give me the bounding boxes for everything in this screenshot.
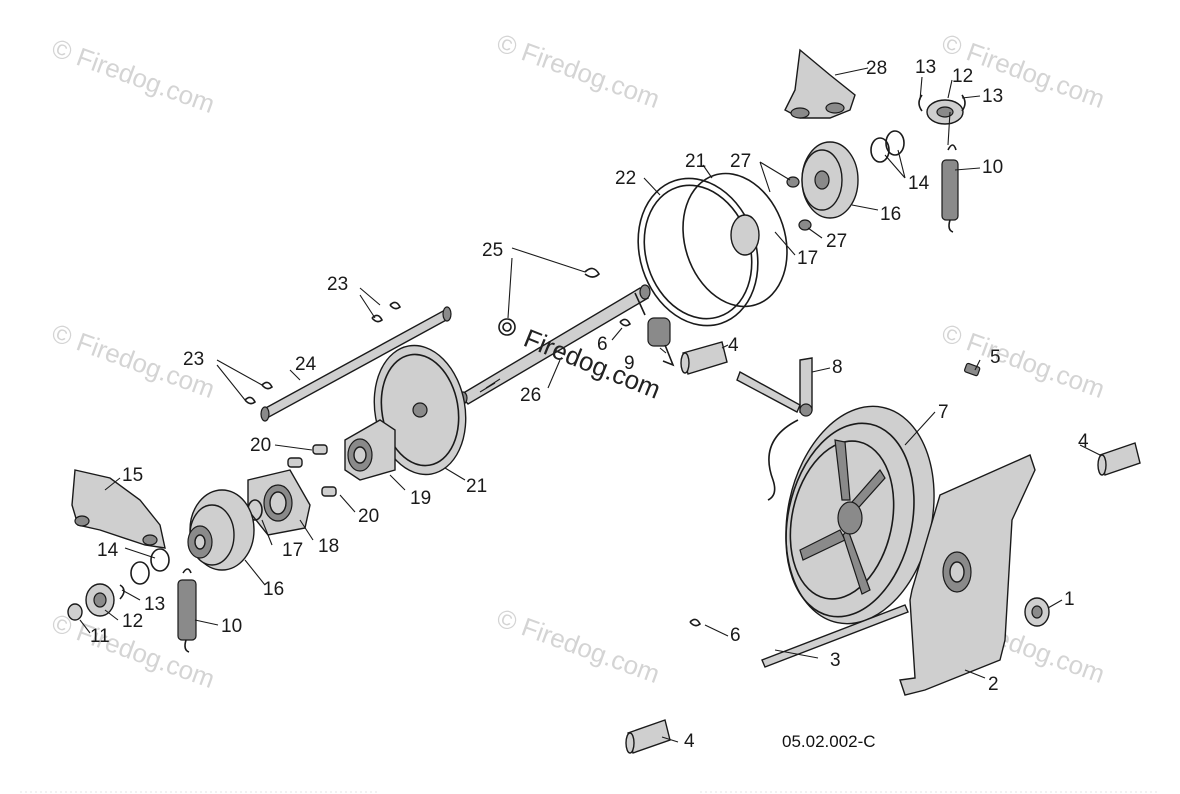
part-16-gear-top bbox=[801, 141, 859, 219]
part-25-clips bbox=[498, 267, 601, 336]
part-27-washers bbox=[786, 176, 812, 231]
watermark: © Firedog.com bbox=[938, 317, 1109, 404]
watermark: © Firedog.com bbox=[48, 32, 219, 119]
callout-28: 28 bbox=[866, 58, 887, 79]
part-10-spring-bottom bbox=[177, 568, 197, 653]
callout-16: 16 bbox=[880, 204, 901, 225]
part-20-pins bbox=[287, 444, 337, 497]
callout-17: 17 bbox=[797, 248, 818, 269]
part-19-hub bbox=[344, 419, 396, 481]
part-6-clips bbox=[619, 318, 702, 627]
part-21-disc bbox=[373, 344, 467, 476]
part-11-nut bbox=[67, 603, 83, 621]
callout-20: 20 bbox=[358, 506, 379, 527]
watermark: © Firedog.com bbox=[493, 27, 664, 114]
callout-21: 21 bbox=[685, 151, 706, 172]
part-4-sleeves bbox=[625, 341, 1141, 754]
part-12-bearing-bottom bbox=[85, 583, 125, 617]
callout-15: 15 bbox=[122, 465, 143, 486]
part-14-washers-top bbox=[870, 130, 905, 163]
center-watermark: Firedog.com bbox=[520, 323, 665, 405]
callout-3: 3 bbox=[830, 650, 841, 671]
callout-6: 6 bbox=[730, 625, 741, 646]
part-8-lever bbox=[736, 357, 813, 501]
part-26-shaft bbox=[458, 284, 651, 405]
part-7-wheel bbox=[785, 405, 935, 625]
part-10-spring-top bbox=[941, 144, 959, 233]
part-16-gear-bottom bbox=[187, 489, 255, 571]
callout-23: 23 bbox=[183, 349, 204, 370]
part-3-rod bbox=[761, 604, 909, 668]
callout-26: 26 bbox=[520, 385, 541, 406]
callout-2: 2 bbox=[988, 674, 999, 695]
callout-17: 17 bbox=[282, 540, 303, 561]
part-23-clips bbox=[244, 301, 402, 405]
part-18-plate bbox=[247, 469, 311, 536]
callout-16: 16 bbox=[263, 579, 284, 600]
callout-18: 18 bbox=[318, 536, 339, 557]
callout-24: 24 bbox=[295, 354, 317, 375]
callout-13: 13 bbox=[915, 57, 936, 78]
leader-lines bbox=[79, 67, 1101, 743]
callout-10: 10 bbox=[221, 616, 242, 637]
callout-13: 13 bbox=[144, 594, 165, 615]
callout-12: 12 bbox=[122, 611, 143, 632]
callout-6: 6 bbox=[597, 334, 608, 355]
callout-14: 14 bbox=[97, 540, 119, 561]
callout-13: 13 bbox=[982, 86, 1003, 107]
callout-14: 14 bbox=[908, 173, 930, 194]
part-12-bearing-top bbox=[918, 94, 966, 125]
callout-9: 9 bbox=[624, 353, 635, 374]
callout-27: 27 bbox=[826, 231, 847, 252]
part-21-22-pulley-top bbox=[637, 172, 788, 327]
callout-10: 10 bbox=[982, 157, 1003, 178]
part-28-bracket bbox=[784, 48, 856, 119]
callout-12: 12 bbox=[952, 66, 973, 87]
callout-8: 8 bbox=[832, 357, 843, 378]
part-5-spring bbox=[964, 362, 981, 377]
part-15-bracket bbox=[71, 469, 166, 549]
callout-4: 4 bbox=[728, 335, 739, 356]
callout-7: 7 bbox=[938, 402, 949, 423]
callout-20: 20 bbox=[250, 435, 271, 456]
callout-1: 1 bbox=[1064, 589, 1075, 610]
callout-4: 4 bbox=[684, 731, 695, 752]
callout-25: 25 bbox=[482, 240, 503, 261]
drawing-code: 05.02.002-C bbox=[782, 732, 876, 751]
callout-11: 11 bbox=[90, 626, 110, 647]
part-14-washers-bottom bbox=[130, 548, 170, 585]
callout-22: 22 bbox=[615, 168, 636, 189]
callout-4: 4 bbox=[1078, 431, 1089, 452]
part-1-nut bbox=[1024, 597, 1050, 627]
callout-27: 27 bbox=[730, 151, 751, 172]
callouts: 1 2 3 4 4 4 5 6 6 7 8 9 10 10 11 12 12 1… bbox=[90, 57, 1089, 752]
callout-5: 5 bbox=[990, 347, 1001, 368]
part-2-side-frame bbox=[899, 454, 1036, 696]
callout-23: 23 bbox=[327, 274, 348, 295]
callout-21: 21 bbox=[466, 476, 487, 497]
part-24-shaft bbox=[260, 306, 452, 422]
callout-19: 19 bbox=[410, 488, 431, 509]
part-9-spring bbox=[634, 292, 675, 367]
watermark: © Firedog.com bbox=[493, 602, 664, 689]
